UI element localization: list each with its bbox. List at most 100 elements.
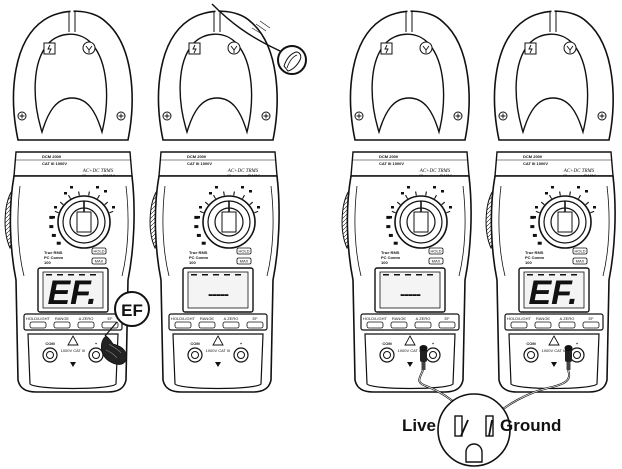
- model-label: DCM 2000: [523, 154, 543, 159]
- com-label: COM: [382, 341, 392, 346]
- a-zero-button[interactable]: A ZERO: [414, 316, 432, 329]
- title-label: AC+DC TRMS: [563, 169, 595, 174]
- true-rms-label: True RMS: [525, 250, 544, 255]
- range-label: 100: [189, 260, 196, 265]
- button-label: EF: [252, 316, 258, 321]
- max-side-button[interactable]: MAX: [428, 257, 444, 265]
- title-label: AC+DC TRMS: [227, 169, 259, 174]
- live-label: Live: [402, 416, 436, 435]
- plus-label: +: [240, 341, 243, 346]
- function-symbol-icon: [249, 190, 252, 193]
- meter-collar: [494, 151, 614, 177]
- arrow-down-icon: [70, 362, 76, 367]
- plus-terminal[interactable]: [233, 347, 249, 363]
- title-label: AC+DC TRMS: [419, 169, 451, 174]
- button-panel: [360, 313, 460, 331]
- function-symbol-icon: [391, 206, 394, 209]
- max-label: MAX: [432, 259, 441, 264]
- lcd-reading: -----: [208, 286, 229, 303]
- ef-button[interactable]: EF: [582, 316, 600, 329]
- screw-icon: [498, 111, 508, 121]
- com-terminal[interactable]: [379, 347, 395, 363]
- button-label: EF: [107, 316, 113, 321]
- rotary-dial[interactable]: [57, 195, 111, 249]
- plus-label: +: [432, 341, 435, 346]
- range-button[interactable]: RANGE: [534, 316, 552, 329]
- a-zero-button[interactable]: A ZERO: [558, 316, 576, 329]
- cat-label: 1000V CAT III: [61, 348, 86, 353]
- function-symbol-icon: [52, 216, 55, 219]
- clamp-symbol-icon: [43, 42, 56, 55]
- hold-label: HOLD: [430, 249, 441, 254]
- function-symbol-icon: [64, 192, 67, 195]
- ef-button[interactable]: EF: [246, 316, 264, 329]
- button-label: HOLD/LIGHT: [363, 316, 388, 321]
- model-label: DCM 2000: [42, 154, 62, 159]
- range-button[interactable]: RANGE: [53, 316, 71, 329]
- function-symbol-icon: [441, 190, 444, 193]
- function-symbol-icon: [209, 192, 212, 195]
- button-label: A ZERO: [224, 316, 239, 321]
- title-label: AC+DC TRMS: [82, 169, 114, 174]
- screw-icon: [261, 111, 271, 121]
- button-label: HOLD/LIGHT: [507, 316, 532, 321]
- lcd-reading: EF.: [47, 274, 96, 312]
- com-terminal[interactable]: [187, 347, 203, 363]
- button-label: EF: [588, 316, 594, 321]
- lcd-screen: [42, 271, 104, 309]
- range-label: 100: [44, 260, 51, 265]
- range-button[interactable]: RANGE: [390, 316, 408, 329]
- range-button[interactable]: RANGE: [198, 316, 216, 329]
- function-symbol-icon: [257, 206, 260, 209]
- hold-side-button[interactable]: HOLD: [91, 247, 107, 255]
- ef-callout: EF: [104, 291, 150, 337]
- function-symbol-icon: [449, 206, 452, 209]
- function-symbol-icon: [585, 190, 588, 193]
- max-side-button[interactable]: MAX: [91, 257, 107, 265]
- button-label: RANGE: [392, 316, 407, 321]
- hold-side-button[interactable]: HOLD: [428, 247, 444, 255]
- com-terminal[interactable]: [523, 347, 539, 363]
- antenna-icon: [82, 41, 96, 55]
- cat-rating-label: CAT III 1000V: [42, 161, 67, 166]
- hold-light-button[interactable]: HOLD/LIGHT: [26, 316, 51, 329]
- plus-label: +: [576, 341, 579, 346]
- plus-terminal[interactable]: [88, 347, 104, 363]
- hold-light-button[interactable]: HOLD/LIGHT: [171, 316, 196, 329]
- cat-label: 1000V CAT III: [542, 348, 567, 353]
- max-side-button[interactable]: MAX: [572, 257, 588, 265]
- hold-label: HOLD: [93, 249, 104, 254]
- hold-side-button[interactable]: HOLD: [572, 247, 588, 255]
- function-symbol-icon: [593, 206, 596, 209]
- ef-button[interactable]: EF: [438, 316, 456, 329]
- function-symbol-icon: [199, 206, 202, 209]
- com-terminal[interactable]: [42, 347, 58, 363]
- rotary-dial[interactable]: [538, 195, 592, 249]
- max-side-button[interactable]: MAX: [236, 257, 252, 265]
- function-symbol-icon: [551, 186, 554, 189]
- plus-terminal[interactable]: [569, 347, 585, 363]
- meter-collar: [13, 151, 133, 177]
- function-symbol-icon: [407, 186, 410, 189]
- a-zero-button[interactable]: A ZERO: [222, 316, 240, 329]
- screw-icon: [453, 111, 463, 121]
- a-zero-button[interactable]: A ZERO: [77, 316, 95, 329]
- rotary-dial[interactable]: [394, 195, 448, 249]
- hold-side-button[interactable]: HOLD: [236, 247, 252, 255]
- hold-light-button[interactable]: HOLD/LIGHT: [507, 316, 532, 329]
- arrow-down-icon: [551, 362, 557, 367]
- antenna-icon: [563, 41, 577, 55]
- antenna-icon: [419, 41, 433, 55]
- pointing-hand-icon: [100, 335, 127, 365]
- plus-terminal[interactable]: [425, 347, 441, 363]
- ground-label: Ground: [500, 416, 561, 435]
- hold-light-button[interactable]: HOLD/LIGHT: [363, 316, 388, 329]
- button-label: RANGE: [55, 316, 70, 321]
- rotary-dial[interactable]: [202, 195, 256, 249]
- clamp-opening: [179, 33, 253, 135]
- ef-button[interactable]: EF: [101, 316, 119, 329]
- warning-icon: [404, 335, 416, 346]
